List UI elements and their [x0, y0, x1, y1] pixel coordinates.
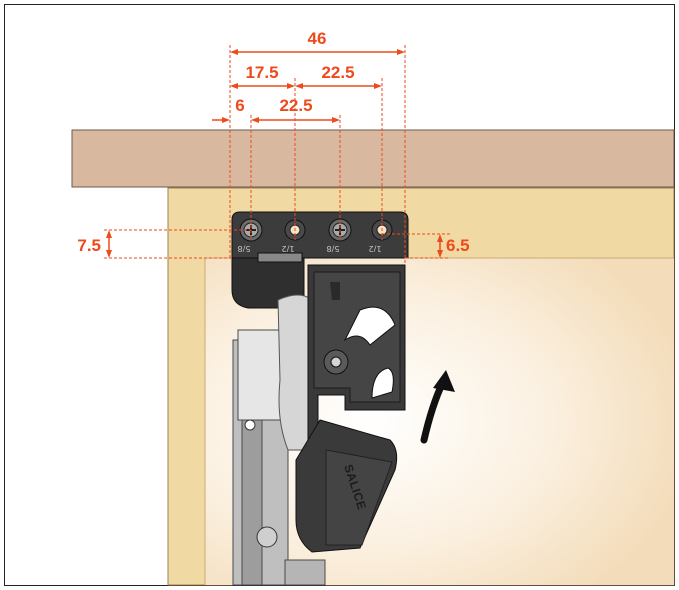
- plate-mark-4: 1/2: [369, 244, 382, 253]
- dimension-lines: [106, 49, 443, 258]
- dim-right-height: 6.5: [446, 236, 470, 255]
- plate-mark-2: 1/2: [282, 244, 295, 253]
- dim-inner-spacing: 22.5: [279, 96, 312, 115]
- dim-overall-width: 46: [308, 29, 327, 48]
- countertop: [71, 129, 675, 188]
- drawer-slide: [232, 329, 326, 586]
- plate-mark-1: 5/8: [238, 244, 251, 253]
- hinge-body: [231, 257, 406, 553]
- dim-left-offset: 17.5: [245, 63, 278, 82]
- rotation-arrow-icon: [420, 370, 455, 444]
- dim-right-spacing: 22.5: [321, 63, 354, 82]
- plate-mark-3: 5/8: [327, 244, 340, 253]
- dim-left-height: 7.5: [77, 236, 101, 255]
- dim-edge-offset: 6: [235, 96, 244, 115]
- extension-lines: [104, 45, 450, 265]
